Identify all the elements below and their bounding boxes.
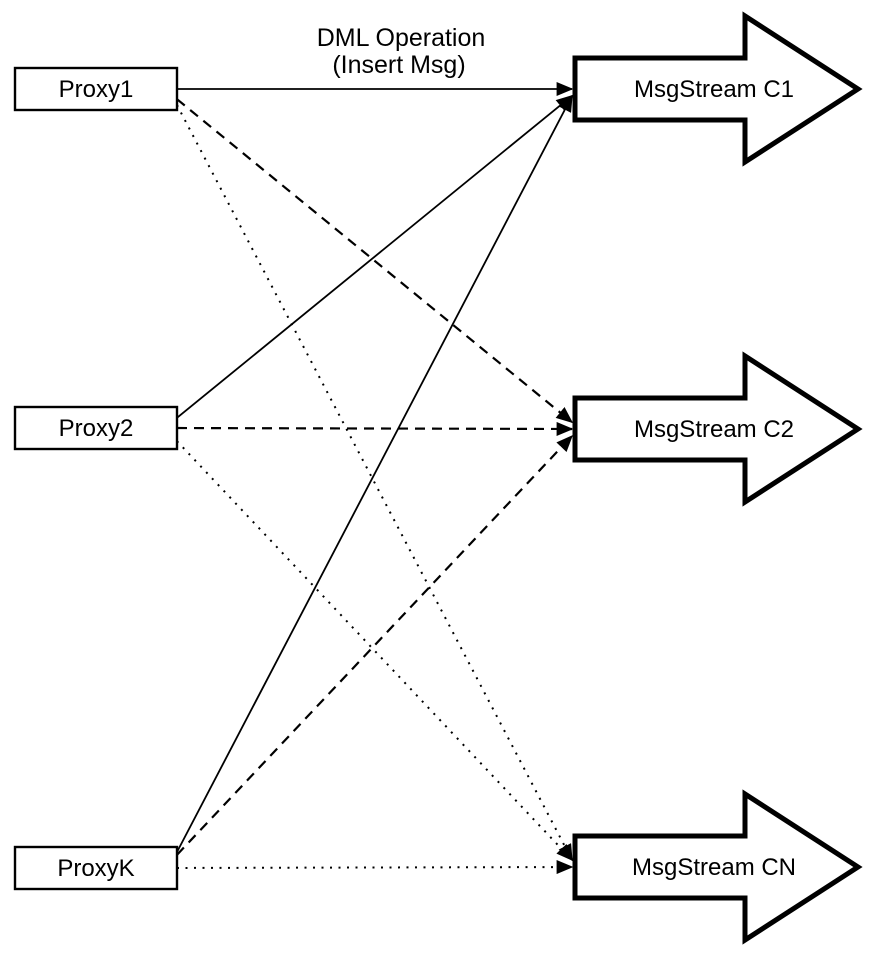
connector-proxyk-to-msgstream-c1 xyxy=(176,94,573,853)
msgstream-c2-label: MsgStream C2 xyxy=(634,416,794,443)
proxy1-box xyxy=(13,66,179,112)
connector-proxy2-to-msgstream-cn xyxy=(176,440,573,862)
msgstream-cn-arrow-shape xyxy=(572,789,863,945)
connector-proxy1-to-msgstream-c2 xyxy=(176,98,574,424)
diagram-title-line2: (Insert Msg) xyxy=(332,51,465,79)
proxy-node-k: ProxyK xyxy=(13,845,179,891)
connector-proxy1-to-msgstream-cn xyxy=(176,104,573,862)
stream-node-cn: MsgStream CN xyxy=(572,789,863,945)
proxy2-label: Proxy2 xyxy=(59,415,134,442)
proxy-node-2: Proxy2 xyxy=(13,405,179,451)
msgstream-c1-arrow-shape xyxy=(572,11,863,167)
connector-proxyk-to-msgstream-c2 xyxy=(176,434,573,856)
proxy-node-1: Proxy1 xyxy=(13,66,179,112)
msgstream-c1-label: MsgStream C1 xyxy=(634,76,794,103)
proxy2-box xyxy=(13,405,179,451)
msgstream-cn-label: MsgStream CN xyxy=(632,854,796,881)
stream-node-c2: MsgStream C2 xyxy=(572,351,863,507)
proxyk-box xyxy=(13,845,179,891)
proxy1-label: Proxy1 xyxy=(59,76,134,103)
stream-node-c1: MsgStream C1 xyxy=(572,11,863,167)
connector-proxyk-to-msgstream-cn xyxy=(176,860,574,875)
proxyk-label: ProxyK xyxy=(57,855,134,882)
connector-proxy2-to-msgstream-c1 xyxy=(176,94,574,419)
diagram-title-line1: DML Operation xyxy=(317,24,486,52)
msgstream-c2-arrow-shape xyxy=(572,351,863,507)
connector-proxy2-to-msgstream-c2 xyxy=(176,421,574,436)
connectors-layer xyxy=(176,82,574,875)
